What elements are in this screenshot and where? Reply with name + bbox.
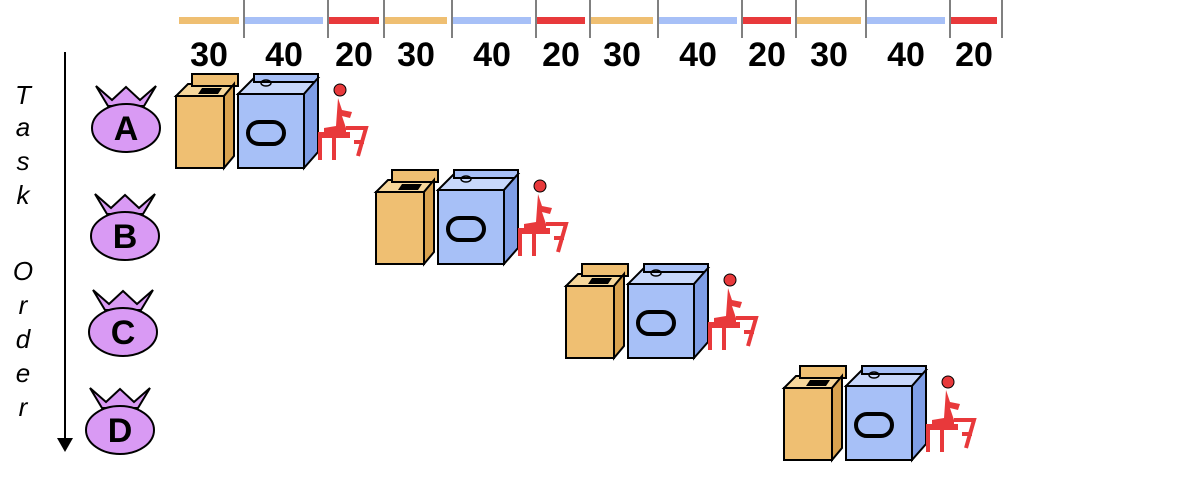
- task-row-d: [781, 365, 977, 463]
- timeline-duration-label: 30: [190, 36, 228, 74]
- timeline-bar-wash: [591, 17, 653, 24]
- laundry-bag-body: [90, 211, 160, 261]
- timeline-bar-dry: [245, 17, 323, 24]
- task-row-c: [563, 263, 759, 361]
- task-label: A: [114, 110, 139, 148]
- timeline-bar-wash: [797, 17, 861, 24]
- laundry-bag-body: [91, 103, 161, 153]
- timeline-segment: 20: [951, 17, 997, 74]
- task-bag-d: D: [85, 387, 155, 455]
- folder-person-icon: [708, 273, 759, 350]
- timeline-bar-wash: [385, 17, 447, 24]
- timeline-segment: 30: [797, 17, 861, 74]
- timeline-duration-label: 40: [473, 36, 511, 74]
- timeline-duration-label: 20: [335, 36, 373, 74]
- axis-label-letter: s: [16, 146, 30, 176]
- task-bag-c: C: [88, 289, 158, 357]
- axis-label-letter: O: [12, 256, 34, 286]
- dryer-icon: [235, 73, 321, 171]
- task-order-arrowhead: [57, 438, 73, 452]
- timeline-bar-fold: [537, 17, 585, 24]
- timeline-segment: 30: [591, 17, 653, 74]
- task-label: D: [108, 412, 133, 450]
- folder-person-icon: [318, 83, 369, 160]
- axis-label-letter: r: [18, 392, 28, 422]
- dryer-icon: [625, 263, 711, 361]
- task-label: C: [111, 314, 136, 352]
- task-label: B: [113, 218, 138, 256]
- washer-icon: [781, 365, 847, 463]
- timeline-duration-label: 30: [810, 36, 848, 74]
- axis-label-letter: e: [15, 358, 31, 388]
- folder-person-icon: [926, 375, 977, 452]
- timeline-duration-label: 30: [603, 36, 641, 74]
- timeline-duration-label: 40: [265, 36, 303, 74]
- timeline-segment: 40: [453, 17, 531, 74]
- timeline-duration-label: 40: [679, 36, 717, 74]
- axis-label-letter: a: [15, 112, 31, 142]
- timeline-segment: 30: [179, 17, 239, 74]
- dryer-icon: [435, 169, 521, 267]
- axis-label-letter: T: [15, 80, 31, 110]
- timeline-segment: 40: [867, 17, 945, 74]
- timeline-duration-label: 20: [955, 36, 993, 74]
- timeline-segment: 20: [329, 17, 379, 74]
- timeline-header: 30 40 20 30 40 20 30 40 20 30 40 20: [179, 0, 1003, 74]
- task-row-a: [173, 73, 369, 171]
- timeline-bar-dry: [867, 17, 945, 24]
- task-bag-b: B: [90, 193, 160, 261]
- axis-label-letter: d: [15, 324, 31, 354]
- folder-person-icon: [518, 179, 569, 256]
- timeline-bar-dry: [659, 17, 737, 24]
- timeline-segment: 40: [659, 17, 737, 74]
- timeline-segment: 20: [537, 17, 585, 74]
- timeline-segment: 40: [245, 17, 323, 74]
- axis-label-letter: k: [16, 180, 30, 210]
- timeline-bar-fold: [951, 17, 997, 24]
- axis-label-letter: r: [18, 290, 28, 320]
- washer-icon: [173, 73, 239, 171]
- timeline-segment: 30: [385, 17, 447, 74]
- timeline-bar-dry: [453, 17, 531, 24]
- timeline-bar-fold: [329, 17, 379, 24]
- task-row-b: [373, 169, 569, 267]
- task-bag-a: A: [91, 85, 161, 153]
- washer-icon: [373, 169, 439, 267]
- laundry-bag-body: [88, 307, 158, 357]
- timeline-duration-label: 40: [887, 36, 925, 74]
- timeline-duration-label: 20: [748, 36, 786, 74]
- washer-icon: [563, 263, 629, 361]
- dryer-icon: [843, 365, 929, 463]
- timeline-bar-wash: [179, 17, 239, 24]
- timeline-bar-fold: [743, 17, 791, 24]
- timeline-segment: 20: [743, 17, 791, 74]
- timeline-duration-label: 30: [397, 36, 435, 74]
- laundry-bag-body: [85, 405, 155, 455]
- timeline-duration-label: 20: [542, 36, 580, 74]
